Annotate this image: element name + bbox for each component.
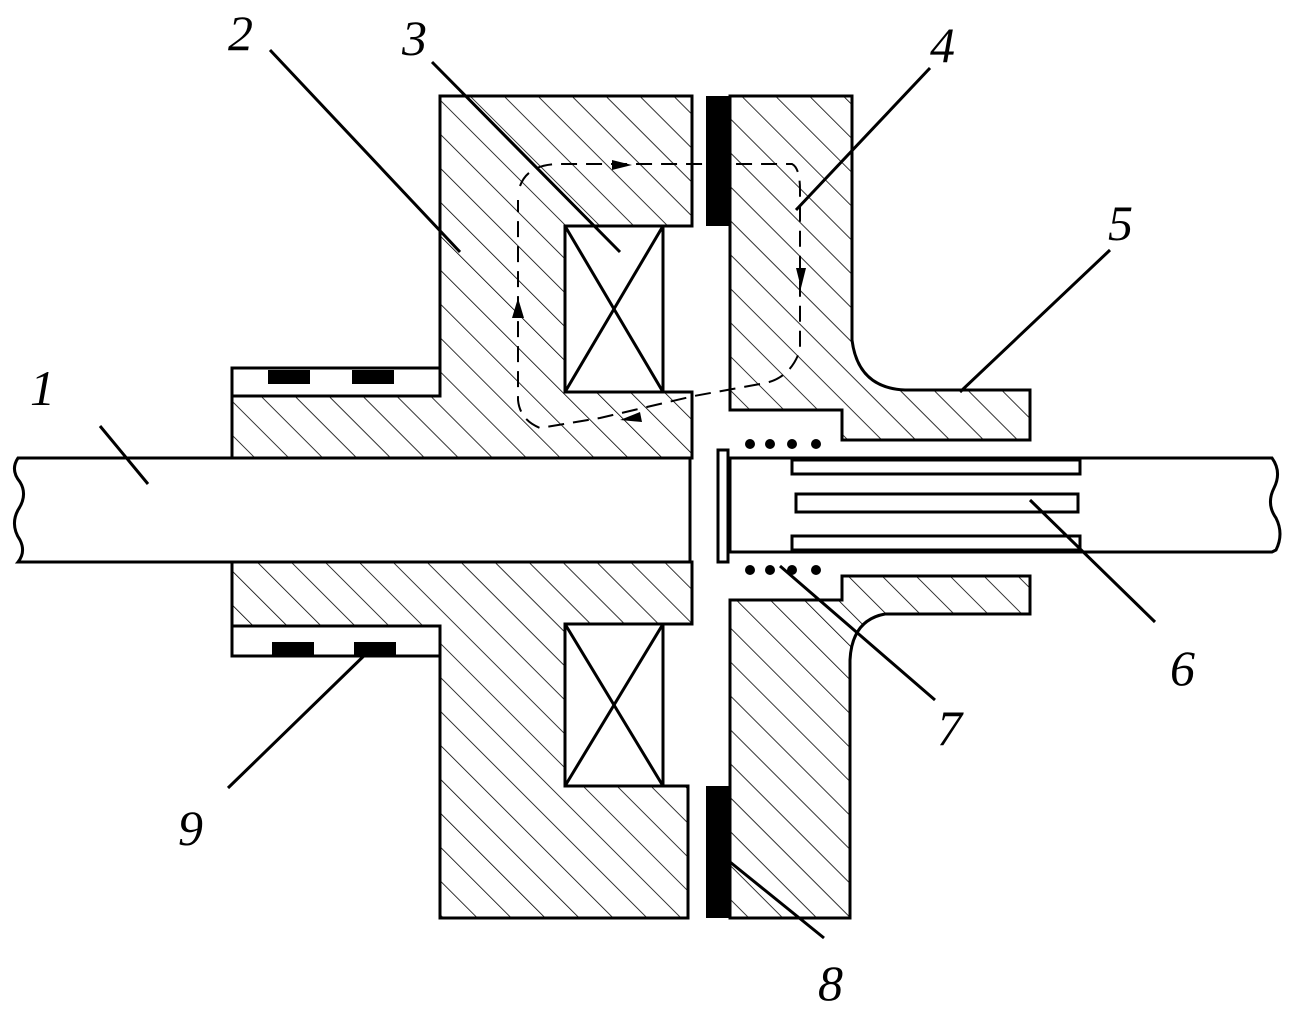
label-8: 8 bbox=[818, 955, 843, 1011]
magnet-body bbox=[230, 94, 694, 920]
label-5: 5 bbox=[1108, 195, 1133, 251]
label-2: 2 bbox=[228, 5, 253, 61]
leader-lines bbox=[98, 48, 1157, 940]
label-9: 9 bbox=[178, 800, 203, 856]
label-1: 1 bbox=[30, 360, 55, 416]
friction-lining bbox=[706, 96, 730, 918]
label-7: 7 bbox=[937, 700, 964, 756]
label-3: 3 bbox=[401, 10, 427, 66]
label-4: 4 bbox=[930, 17, 955, 73]
flux-path bbox=[512, 160, 806, 430]
armature-disc bbox=[728, 94, 1032, 920]
coil bbox=[563, 224, 665, 788]
spring-balls bbox=[745, 439, 821, 575]
input-shaft bbox=[13, 456, 692, 564]
part-labels: 1 2 3 4 5 6 7 8 9 bbox=[30, 5, 1195, 1011]
output-shaft bbox=[716, 448, 1282, 564]
label-6: 6 bbox=[1170, 640, 1195, 696]
bearing-sleeve bbox=[230, 366, 442, 658]
